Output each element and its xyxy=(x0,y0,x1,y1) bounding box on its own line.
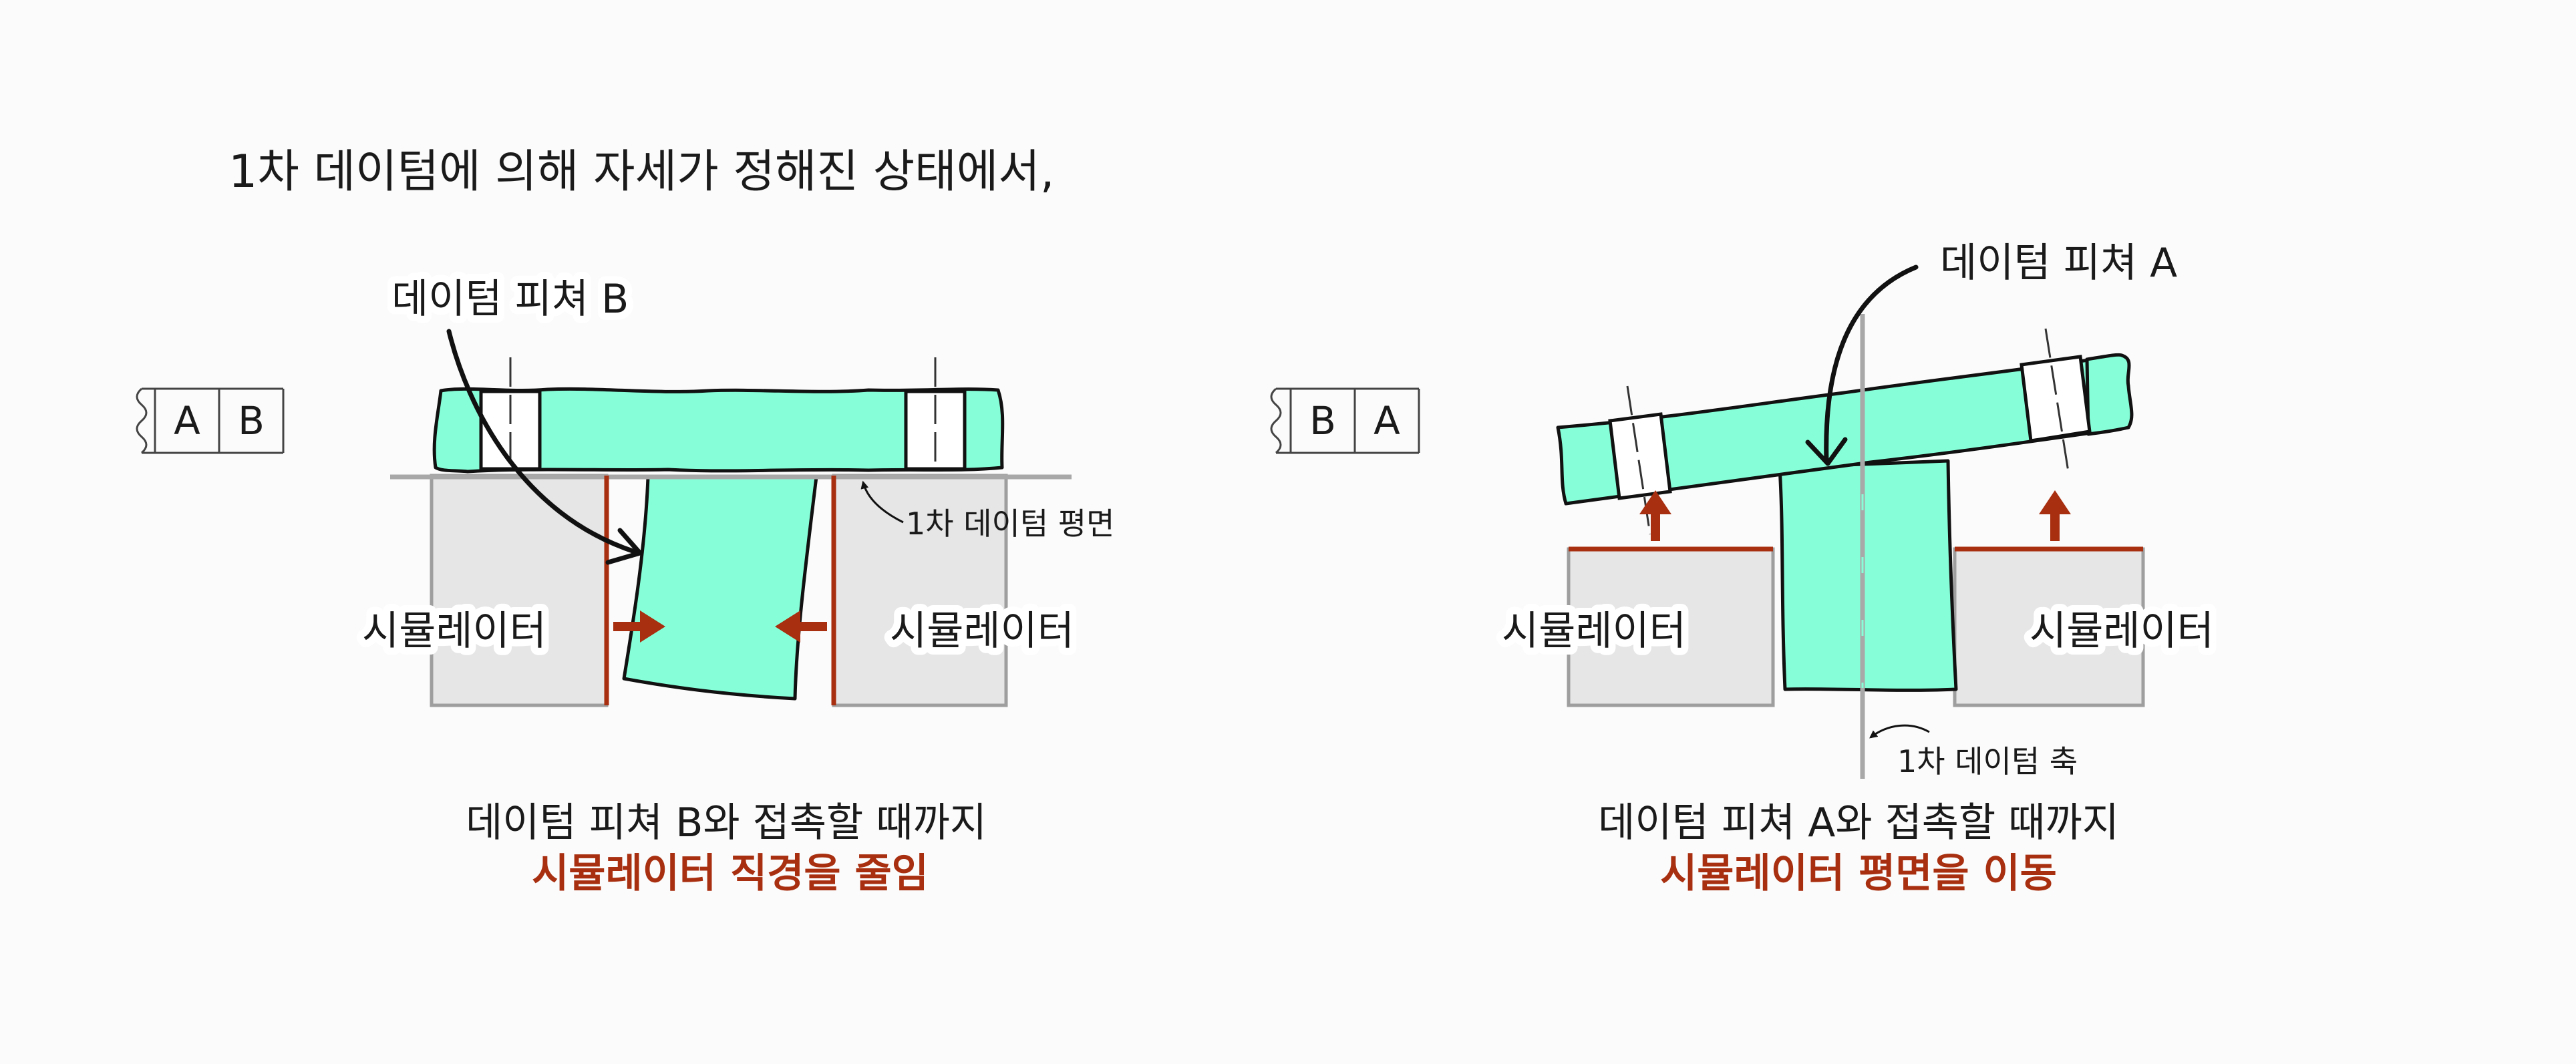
right-hole-centerline-right xyxy=(2044,328,2070,472)
right-frame-cell-2: A xyxy=(1374,398,1400,444)
header-text: 1차 데이텀에 의해 자세가 정해진 상태에서, xyxy=(228,146,1054,198)
left-simulator-block-right xyxy=(832,474,1008,707)
left-inward-arrow-left-pointing xyxy=(775,610,827,643)
left-simulator-label-left: 시뮬레이터 xyxy=(362,608,546,655)
left-feature-control-frame: A B xyxy=(136,387,285,454)
primary-datum-plane-label: 1차 데이텀 평면 xyxy=(906,506,1114,542)
right-frame-cell-1: B xyxy=(1309,398,1336,444)
left-caption-line2: 시뮬레이터 직경을 줄임 xyxy=(532,850,929,897)
left-panel: A B 데이텀 피쳐 B xyxy=(136,269,1114,897)
right-simulator-block-left xyxy=(1567,547,1775,707)
datum-feature-a-arrowhead xyxy=(1805,437,1848,466)
right-simulator-label-left: 시뮬레이터 xyxy=(1502,608,1686,655)
datum-feature-a-leader xyxy=(1824,264,1919,464)
right-part-stem xyxy=(1778,459,1958,692)
primary-datum-axis-leader xyxy=(1869,724,1930,739)
datum-feature-b-leader xyxy=(446,329,637,554)
left-frame-cell-1: A xyxy=(174,398,200,444)
left-simulator-block-left xyxy=(430,474,609,707)
left-inward-arrow-right-pointing xyxy=(613,610,665,643)
datum-feature-a-label: 데이텀 피쳐 A xyxy=(1940,240,2177,287)
right-part-hole-left xyxy=(1608,412,1672,500)
datum-feature-b-arrowhead xyxy=(605,528,643,565)
primary-datum-axis-label: 1차 데이텀 축 xyxy=(1897,743,2078,779)
right-simulator-label-right: 시뮬레이터 xyxy=(2030,608,2214,655)
datum-feature-b-label: 데이텀 피쳐 B xyxy=(391,276,629,323)
right-caption-line2: 시뮬레이터 평면을 이동 xyxy=(1660,850,2057,897)
left-caption-line1: 데이텀 피쳐 B와 접촉할 때까지 xyxy=(466,800,987,846)
right-flange-end-cap xyxy=(2085,353,2134,436)
right-simulator-block-right xyxy=(1953,547,2145,707)
right-feature-control-frame: B A xyxy=(1270,387,1420,454)
left-simulator-label-right: 시뮬레이터 xyxy=(890,608,1074,655)
right-upward-arrow-right xyxy=(2039,490,2071,541)
primary-datum-plane-leader xyxy=(860,480,904,524)
datum-feature-b-stem xyxy=(622,475,818,701)
right-part-hole-right xyxy=(2020,355,2092,443)
right-panel: B A xyxy=(1270,240,2221,897)
right-upward-arrow-left xyxy=(1639,490,1671,541)
right-caption-line1: 데이텀 피쳐 A와 접촉할 때까지 xyxy=(1598,800,2119,846)
left-frame-cell-2: B xyxy=(238,398,265,444)
